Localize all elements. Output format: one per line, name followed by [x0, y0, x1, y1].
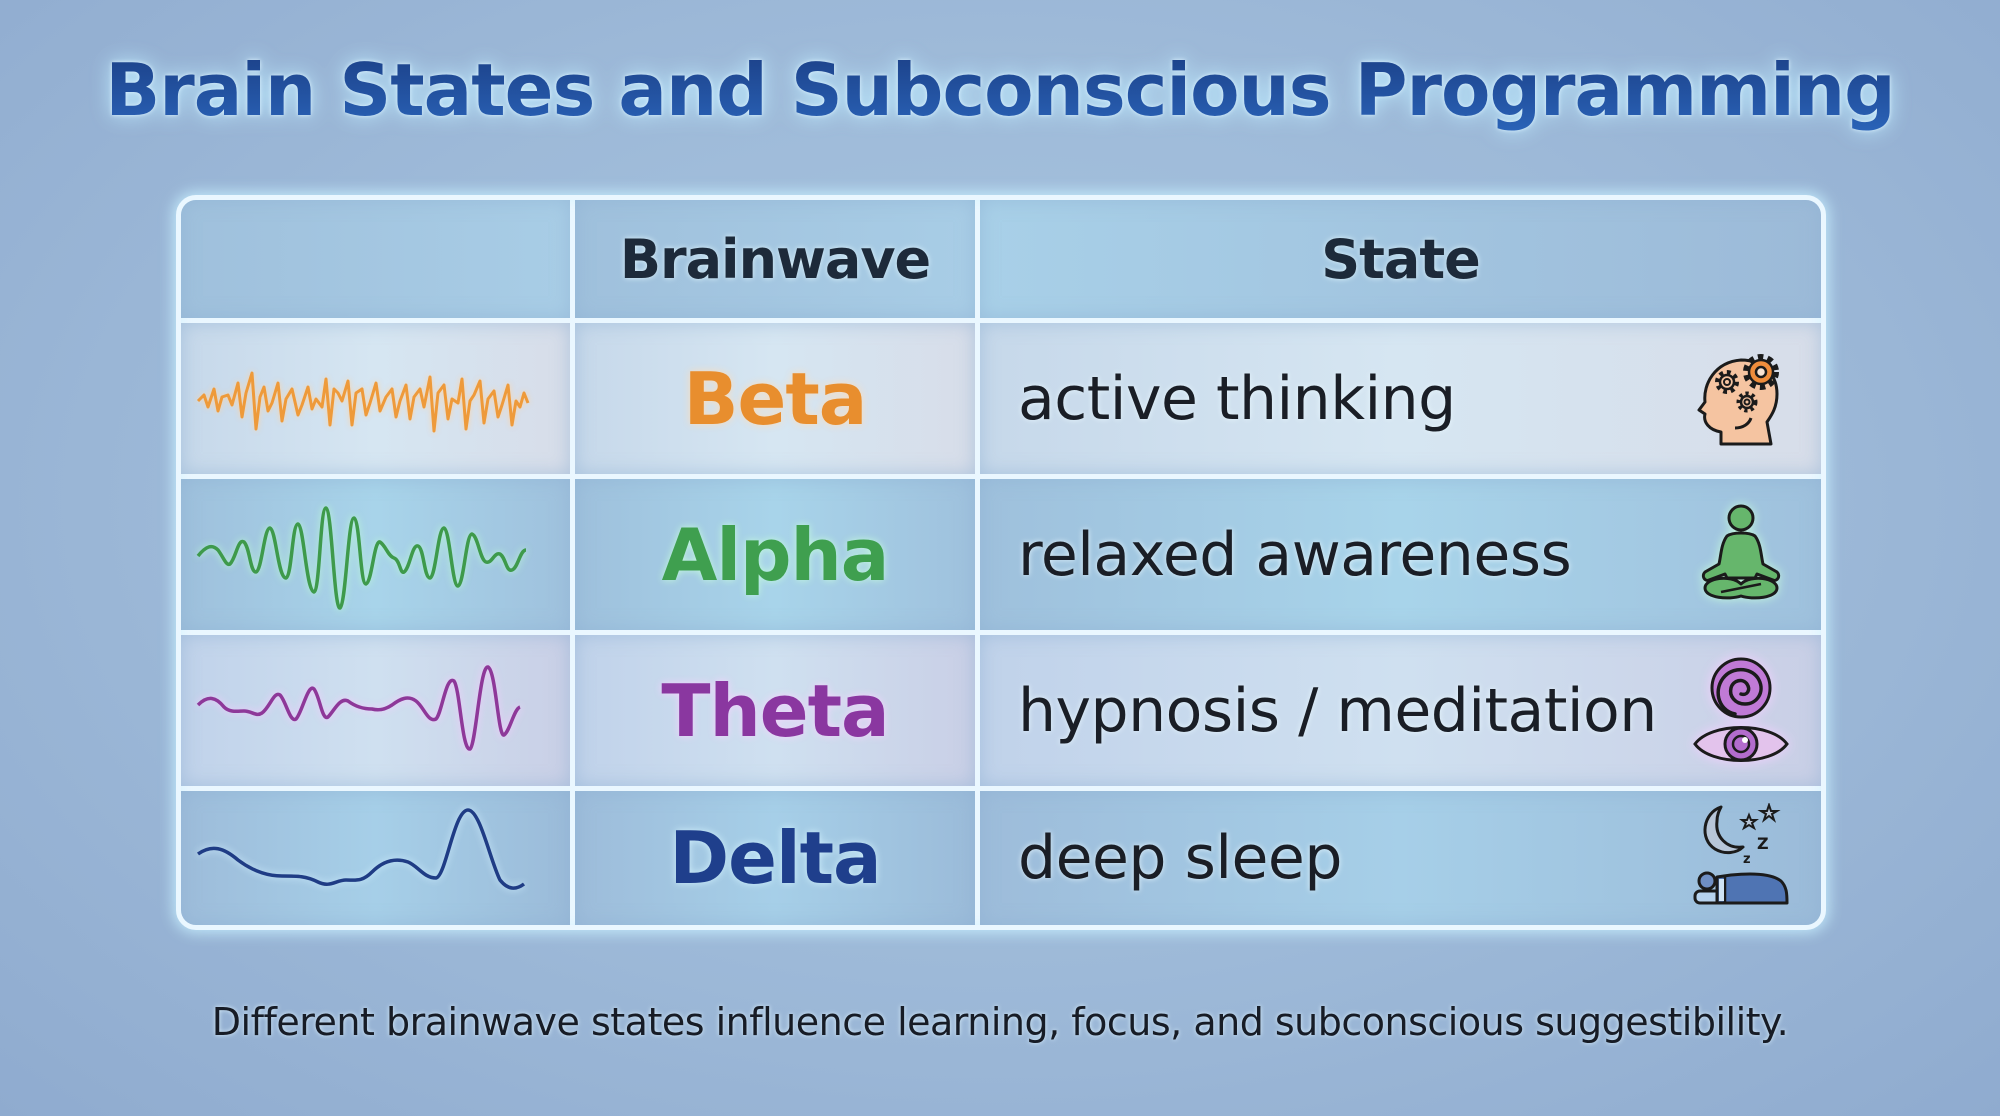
brainwave-table: Brainwave State Beta active thinking: [176, 195, 1826, 930]
delta-wave-icon: [196, 808, 525, 890]
table-row-beta-name: Beta: [575, 323, 975, 474]
table-row-delta-wave: [181, 791, 570, 925]
header-brainwave-column: Brainwave: [575, 200, 975, 318]
table-row-alpha-name: Alpha: [575, 479, 975, 630]
state-text-alpha: relaxed awareness: [1018, 519, 1572, 590]
header-state-column: State: [980, 200, 1821, 318]
header-brainwave-label: Brainwave: [619, 227, 931, 291]
svg-text:z: z: [1743, 852, 1751, 867]
table-row-beta-wave: [181, 323, 570, 474]
header-state-label: State: [1321, 227, 1481, 291]
head-with-gears-icon: [1697, 353, 1779, 445]
brainwave-name-alpha: Alpha: [661, 512, 890, 597]
alpha-wave-icon: [196, 505, 527, 610]
footnote-caption: Different brainwave states influence lea…: [211, 1000, 1789, 1044]
svg-text:Z: Z: [1757, 834, 1769, 853]
beta-wave-icon: [196, 371, 529, 432]
page-title: Brain States and Subconscious Programmin…: [0, 48, 2000, 132]
table-row-alpha-state: relaxed awareness: [980, 479, 1821, 630]
table-row-beta-state: active thinking: [980, 323, 1821, 474]
theta-wave-icon: [196, 664, 521, 751]
state-text-theta: hypnosis / meditation: [1018, 675, 1657, 746]
hypnotic-spiral-eye-icon: [1693, 657, 1789, 762]
moon-stars-sleeping-icon: Z z: [1693, 803, 1789, 905]
table-row-theta-wave: [181, 635, 570, 786]
meditation-pose-icon: [1701, 504, 1781, 599]
table-row-theta-state: hypnosis / meditation: [980, 635, 1821, 786]
state-text-delta: deep sleep: [1018, 823, 1342, 893]
brainwave-name-theta: Theta: [661, 668, 889, 753]
brainwave-name-beta: Beta: [683, 356, 868, 441]
table-row-delta-name: Delta: [575, 791, 975, 925]
header-wave-column: [181, 200, 570, 318]
state-text-beta: active thinking: [1018, 363, 1456, 434]
brainwave-name-delta: Delta: [669, 816, 881, 900]
table-row-theta-name: Theta: [575, 635, 975, 786]
table-row-alpha-wave: [181, 479, 570, 630]
table-row-delta-state: deep sleep Z z: [980, 791, 1821, 925]
